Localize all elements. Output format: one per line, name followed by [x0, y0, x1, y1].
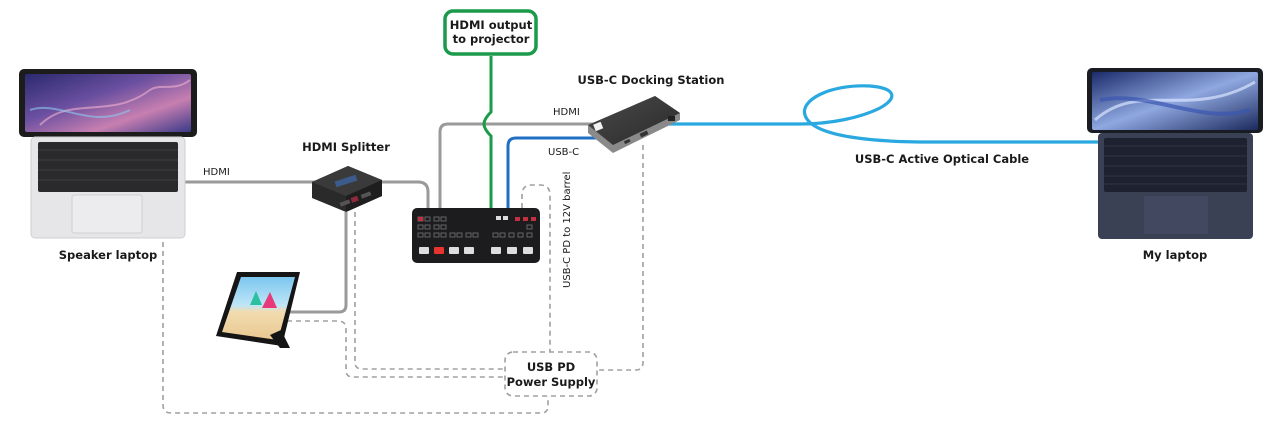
speaker-laptop-keyboard	[38, 142, 178, 192]
my-laptop: My laptop	[1087, 68, 1263, 262]
touch-monitor	[216, 272, 300, 348]
barrel-cable-label: USB-C PD to 12V barrel	[562, 172, 573, 288]
power-line-switcher	[521, 184, 551, 352]
power-supply: USB PD Power Supply	[504, 351, 598, 397]
projector-output-box: HDMI output to projector	[443, 9, 538, 56]
my-laptop-label: My laptop	[1143, 248, 1208, 262]
cable-switcher-to-dock-hdmi	[438, 122, 598, 210]
hdmi-splitter-label: HDMI Splitter	[302, 140, 390, 154]
video-switcher-body	[412, 208, 540, 263]
power-lines	[162, 145, 644, 414]
docking-station: USB-C Docking Station	[578, 73, 725, 153]
power-supply-box	[504, 351, 598, 397]
video-switcher-keys	[417, 216, 533, 238]
projector-label-line1: HDMI output	[450, 18, 533, 32]
hdmi-label-dock: HDMI	[553, 107, 580, 118]
cable-switcher-to-projector	[482, 56, 493, 210]
projector-label-line2: to projector	[453, 32, 530, 46]
cable-splitter-to-switcher	[380, 180, 430, 210]
power-line-splitter	[354, 212, 505, 370]
hdmi-cables	[185, 122, 598, 314]
speaker-laptop-label: Speaker laptop	[59, 248, 157, 262]
cable-switcher-to-dock-usbc	[506, 136, 605, 210]
power-line-speaker-laptop	[162, 242, 549, 414]
usbc-label-dock: USB-C	[548, 147, 579, 158]
power-supply-label-line1: USB PD	[527, 360, 575, 374]
speaker-laptop: Speaker laptop	[19, 69, 197, 262]
hdmi-label-laptop: HDMI	[203, 167, 230, 178]
cable-optical	[665, 84, 1102, 144]
power-supply-label-line2: Power Supply	[507, 375, 596, 389]
hdmi-splitter: HDMI Splitter	[302, 140, 390, 212]
video-switcher	[412, 208, 540, 263]
power-line-dock	[597, 145, 644, 371]
speaker-laptop-screen	[25, 74, 191, 132]
docking-station-label: USB-C Docking Station	[578, 73, 725, 87]
cable-splitter-to-monitor	[290, 212, 348, 314]
my-laptop-keyboard	[1104, 138, 1247, 192]
power-line-monitor	[287, 320, 505, 378]
optical-cable-label: USB-C Active Optical Cable	[855, 152, 1029, 166]
